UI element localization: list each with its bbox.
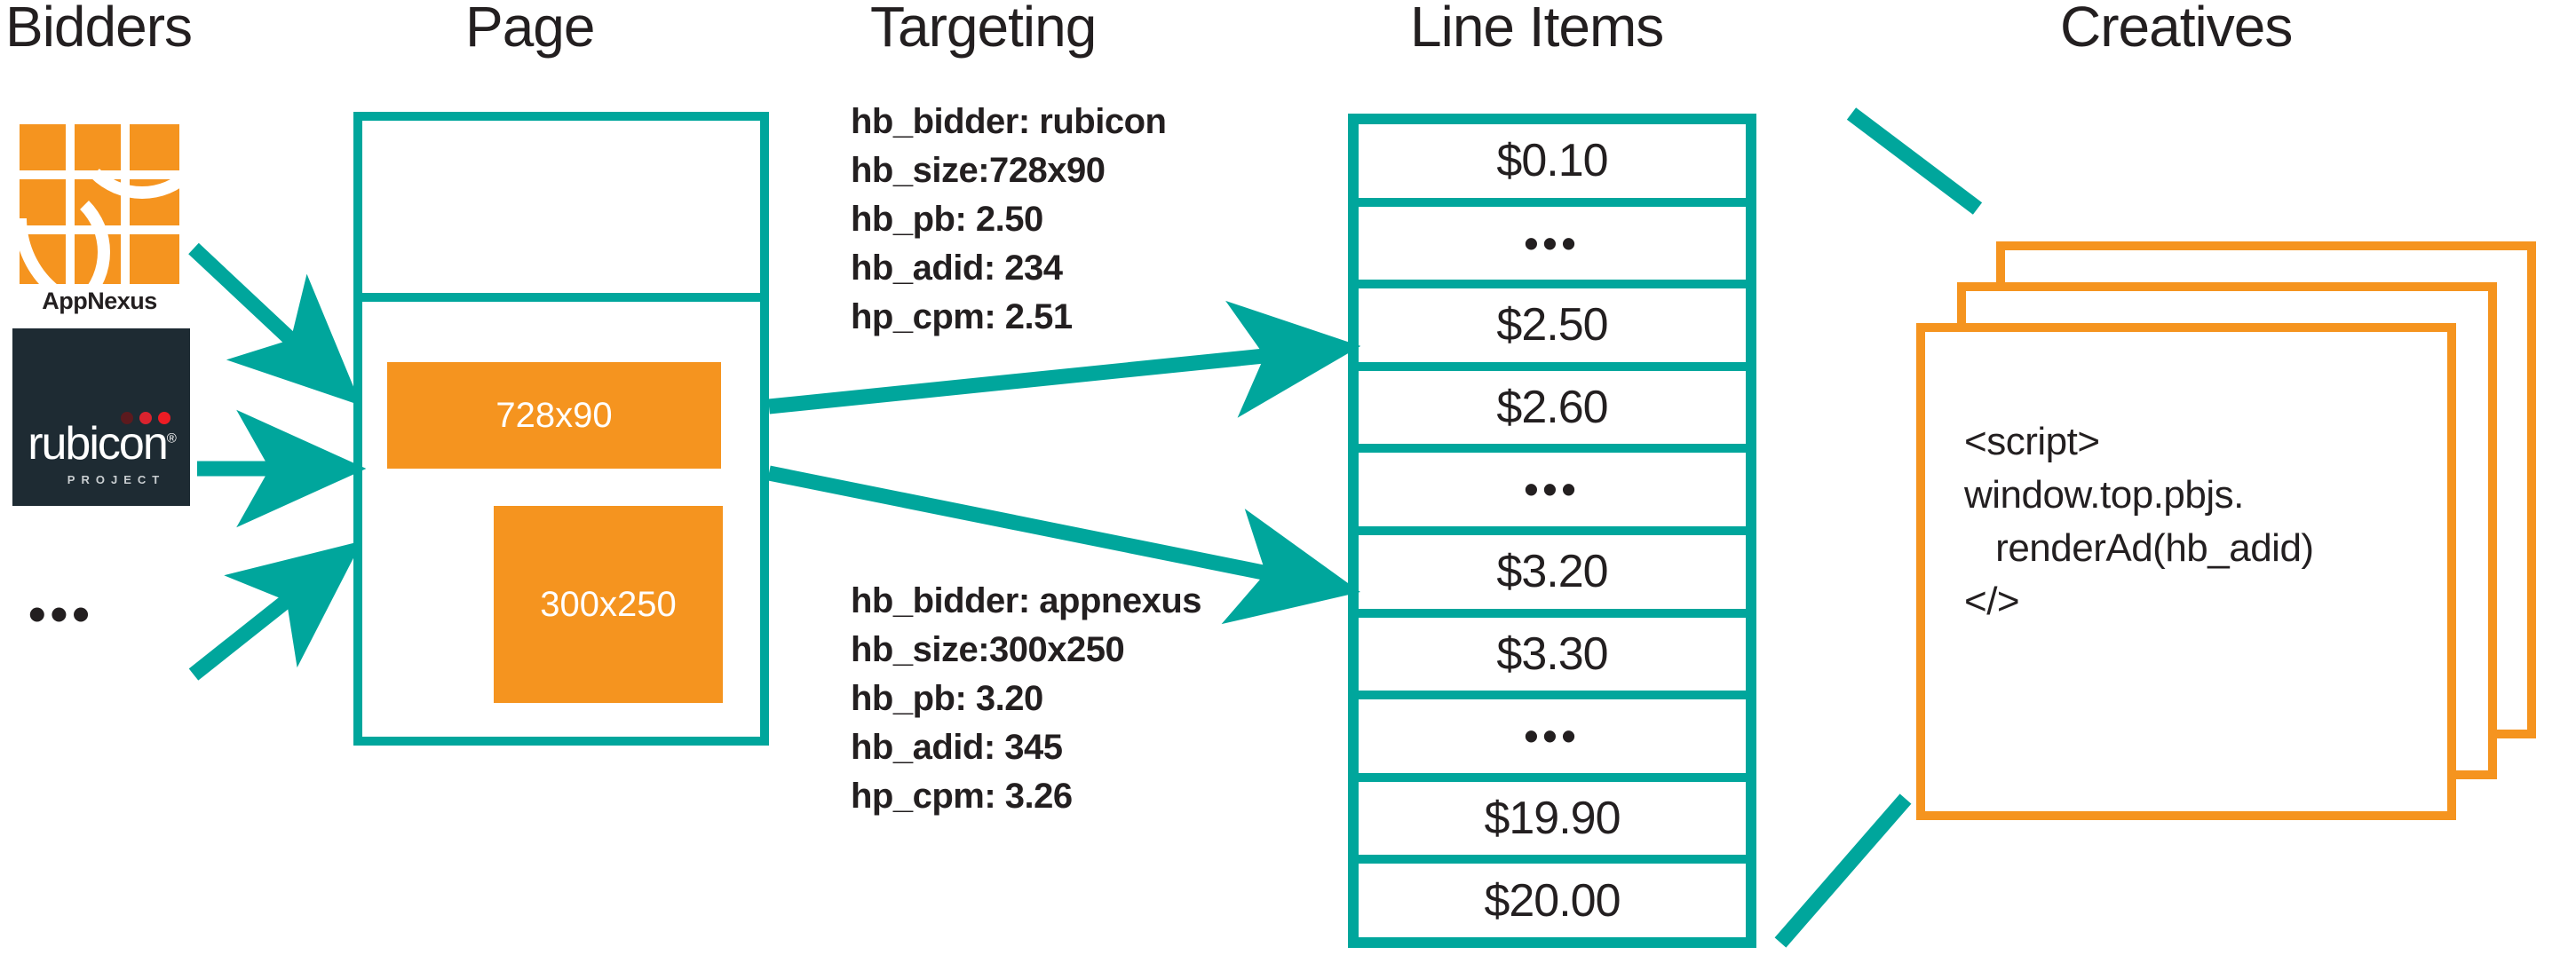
column-header-page: Page bbox=[465, 0, 595, 59]
rubicon-dot-1 bbox=[121, 412, 133, 424]
column-header-creatives: Creatives bbox=[2060, 0, 2293, 59]
creative-card-front[interactable] bbox=[1916, 323, 2456, 820]
line-items-list: $0.10 ••• $2.50 $2.60 ••• $3.20 $3.30 ••… bbox=[1348, 114, 1756, 948]
arrow-more-bidders-to-page bbox=[188, 541, 362, 681]
bidder-logo-rubicon: rubicon® PROJECT bbox=[12, 328, 190, 506]
line-item-row: ••• bbox=[1359, 207, 1746, 289]
appnexus-logo-mark bbox=[0, 77, 255, 359]
rubicon-sublabel: PROJECT bbox=[67, 473, 166, 486]
ad-slot-728x90[interactable]: 728x90 bbox=[387, 362, 721, 469]
line-item-row[interactable]: $3.20 bbox=[1359, 535, 1746, 618]
column-header-bidders: Bidders bbox=[5, 0, 193, 59]
targeting-block-appnexus: hb_bidder: appnexus hb_size:300x250 hb_p… bbox=[851, 577, 1202, 821]
connector-line-items-to-creatives-bottom bbox=[1774, 793, 1912, 948]
line-item-row[interactable]: $20.00 bbox=[1484, 874, 1621, 927]
connector-line-items-to-creatives-top bbox=[1846, 107, 1983, 215]
line-item-row[interactable]: $3.30 bbox=[1359, 618, 1746, 700]
line-item-row: ••• bbox=[1359, 453, 1746, 535]
targeting-line-hb-adid: hb_adid: 345 bbox=[851, 728, 1063, 767]
rubicon-dots bbox=[121, 412, 170, 424]
column-header-targeting: Targeting bbox=[870, 0, 1097, 59]
targeting-line-hp-cpm: hp_cpm: 2.51 bbox=[851, 297, 1073, 336]
targeting-line-hb-bidder: hb_bidder: appnexus bbox=[851, 581, 1202, 620]
line-item-row[interactable]: $2.60 bbox=[1359, 371, 1746, 454]
targeting-line-hb-pb: hb_pb: 3.20 bbox=[851, 679, 1043, 718]
line-item-row[interactable]: $19.90 bbox=[1359, 782, 1746, 864]
bidder-more-ellipsis: ••• bbox=[28, 586, 94, 642]
creative-code-snippet: <script> window.top.pbjs. renderAd(hb_ad… bbox=[1964, 420, 2314, 623]
ad-slot-300x250[interactable]: 300x250 bbox=[494, 506, 723, 703]
arrow-rectangle-to-line-item-320 bbox=[767, 465, 1360, 625]
bidder-logo-appnexus: AppNexus bbox=[0, 77, 255, 359]
line-item-row[interactable]: $0.10 bbox=[1359, 124, 1746, 207]
appnexus-label: AppNexus bbox=[42, 288, 157, 314]
targeting-line-hb-bidder: hb_bidder: rubicon bbox=[851, 102, 1167, 141]
rubicon-dot-3 bbox=[158, 412, 170, 424]
rubicon-wordmark: rubicon® bbox=[28, 418, 177, 470]
targeting-line-hb-size: hb_size:728x90 bbox=[851, 151, 1106, 190]
page-header-divider bbox=[353, 293, 769, 302]
line-item-row[interactable]: $2.50 bbox=[1359, 288, 1746, 371]
column-header-line-items: Line Items bbox=[1410, 0, 1664, 59]
arrow-appnexus-to-page bbox=[188, 242, 361, 406]
rubicon-registered-icon: ® bbox=[166, 430, 177, 446]
targeting-block-rubicon: hb_bidder: rubicon hb_size:728x90 hb_pb:… bbox=[851, 98, 1167, 342]
line-item-row: ••• bbox=[1359, 699, 1746, 782]
targeting-line-hb-adid: hb_adid: 234 bbox=[851, 249, 1063, 288]
targeting-line-hp-cpm: hp_cpm: 3.26 bbox=[851, 777, 1073, 816]
targeting-line-hb-size: hb_size:300x250 bbox=[851, 630, 1125, 669]
rubicon-dot-2 bbox=[139, 412, 152, 424]
targeting-line-hb-pb: hb_pb: 2.50 bbox=[851, 200, 1043, 239]
arrow-leaderboard-to-line-item-250 bbox=[768, 300, 1361, 418]
